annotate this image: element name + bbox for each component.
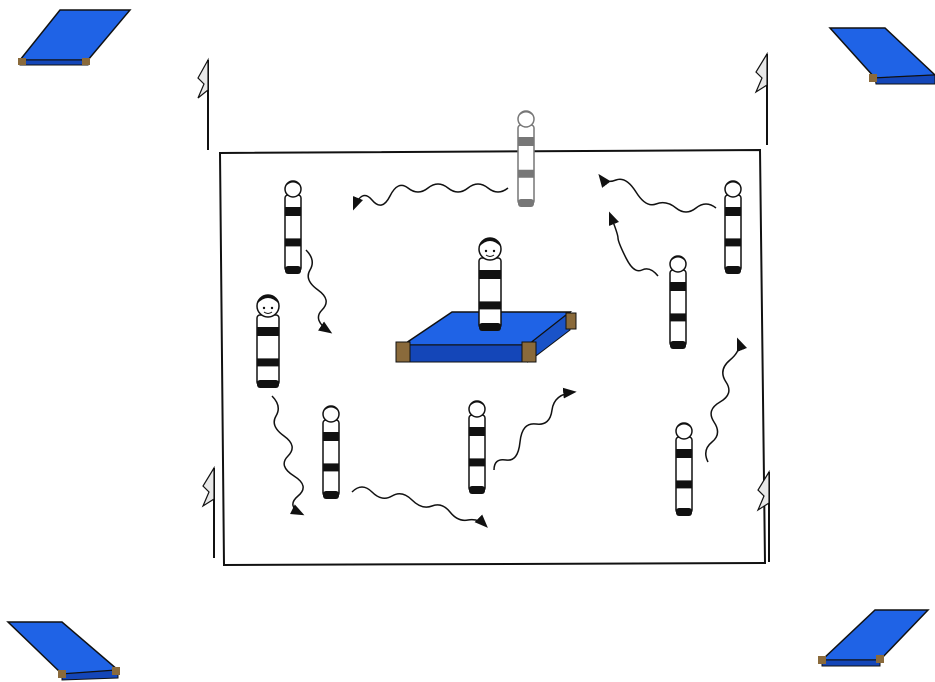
flag-bottom-right [756, 469, 770, 562]
player-left-mid [256, 294, 280, 388]
corner-mat-bottom-right [818, 609, 930, 667]
players [256, 110, 742, 516]
flag-top-left [197, 57, 209, 150]
player-top-left [284, 180, 302, 274]
player-bottom-left [322, 405, 340, 499]
flag-top-right [754, 51, 768, 145]
corner-mat-top-left [18, 9, 132, 66]
player-top-center [517, 110, 535, 207]
movement-arrow [598, 173, 717, 213]
player-bottom-right [675, 422, 693, 516]
movement-arrow [493, 387, 577, 471]
movement-arrow [271, 395, 305, 516]
corner-mat-bottom-left [6, 621, 120, 681]
flag-bottom-left [201, 465, 215, 558]
movement-arrow [305, 249, 333, 334]
movement-arrow [608, 211, 659, 277]
player-top-right [724, 180, 742, 274]
movement-arrow [352, 183, 509, 211]
player-right-mid [669, 255, 687, 349]
movement-arrow [351, 486, 488, 528]
player-bottom-center [468, 400, 486, 494]
movement-arrow [705, 337, 748, 463]
player-center-on-mat [478, 237, 502, 331]
corner-mat-top-right [828, 27, 935, 85]
